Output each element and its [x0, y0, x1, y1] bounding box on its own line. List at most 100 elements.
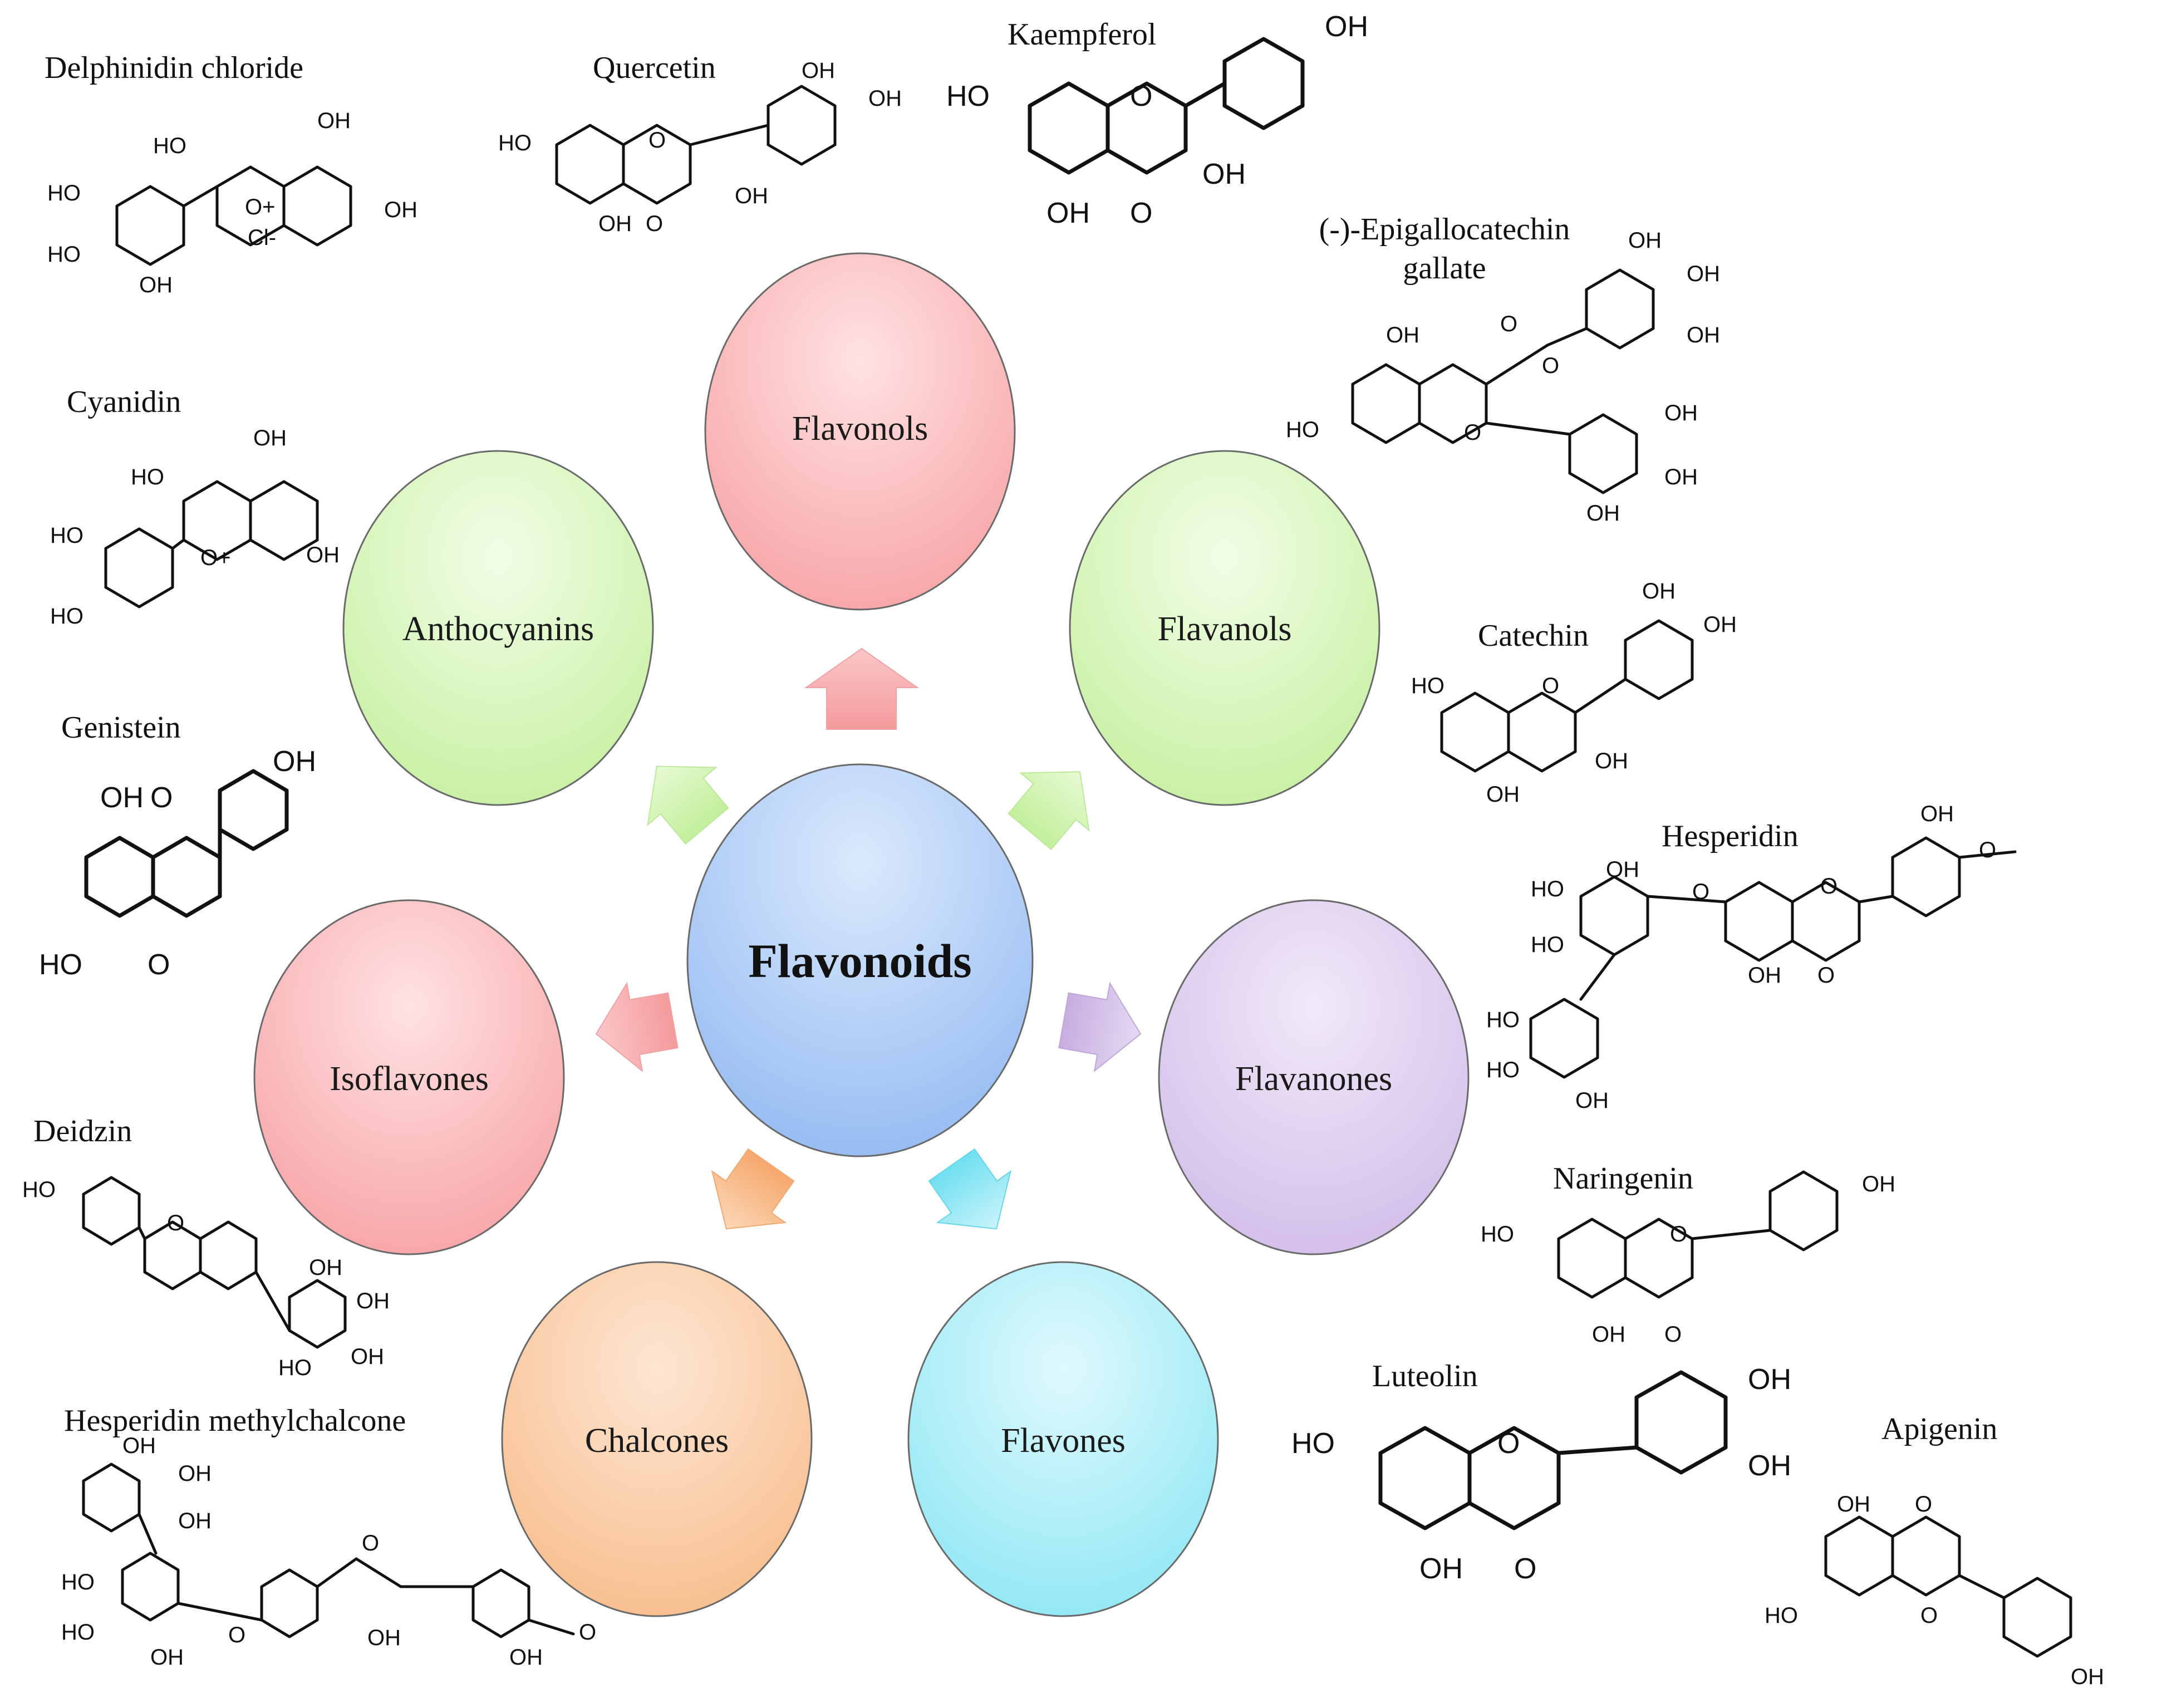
category-label-flavonols: Flavonols — [792, 410, 928, 448]
svg-text:O: O — [1497, 1427, 1520, 1460]
name-hesperidin: Hesperidin — [1662, 819, 1799, 853]
name-egcg-line1: (-)-Epigallocatechin — [1319, 212, 1570, 247]
svg-text:HO: HO — [153, 134, 186, 158]
name-quercetin: Quercetin — [593, 51, 716, 85]
center-label: Flavonoids — [748, 934, 971, 988]
svg-text:OH: OH — [1748, 963, 1781, 988]
name-luteolin: Luteolin — [1372, 1359, 1478, 1393]
svg-text:HO: HO — [946, 80, 990, 112]
svg-text:OH: OH — [253, 426, 287, 450]
svg-text:O: O — [1130, 80, 1152, 112]
svg-text:OH: OH — [1419, 1553, 1463, 1585]
svg-text:OH: OH — [1325, 11, 1368, 43]
compound-names: Delphinidin chloride Quercetin Kaempfero… — [33, 17, 1997, 1446]
svg-text:OH: OH — [1046, 197, 1090, 229]
svg-text:O: O — [1542, 354, 1559, 378]
structure-luteolin: HO O OH OH OH O — [1291, 1363, 1791, 1585]
name-cyanidin: Cyanidin — [67, 385, 181, 419]
category-flavonols: Flavonols — [704, 252, 1016, 611]
svg-text:OH: OH — [1595, 749, 1628, 773]
svg-text:O: O — [648, 128, 666, 153]
svg-text:OH: OH — [1748, 1450, 1791, 1482]
svg-text:O: O — [579, 1620, 596, 1645]
svg-text:OH: OH — [509, 1645, 543, 1670]
svg-text:O: O — [1542, 674, 1559, 698]
svg-text:O: O — [1817, 963, 1835, 988]
category-label-isoflavones: Isoflavones — [330, 1060, 489, 1098]
svg-text:O: O — [1915, 1492, 1932, 1516]
name-deidzin: Deidzin — [33, 1114, 132, 1149]
category-label-flavanols: Flavanols — [1157, 610, 1291, 648]
svg-text:OH: OH — [351, 1344, 384, 1369]
svg-text:OH: OH — [1837, 1492, 1870, 1516]
svg-text:OH: OH — [306, 543, 340, 567]
svg-text:O+: O+ — [245, 195, 275, 219]
category-isoflavones: Isoflavones — [253, 899, 565, 1255]
svg-text:OH: OH — [1664, 401, 1698, 425]
svg-text:HO: HO — [1486, 1008, 1520, 1032]
arrow-to-isoflavones — [595, 981, 679, 1073]
svg-text:O: O — [1514, 1553, 1536, 1585]
svg-text:OH: OH — [1920, 802, 1954, 826]
svg-text:O: O — [646, 212, 663, 236]
svg-text:HO: HO — [1411, 674, 1444, 698]
svg-text:HO: HO — [1291, 1427, 1335, 1460]
arrow-to-flavanones — [1058, 981, 1142, 1073]
svg-text:OH: OH — [1862, 1172, 1895, 1196]
name-apigenin: Apigenin — [1881, 1412, 1997, 1446]
svg-text:O: O — [1692, 880, 1709, 904]
svg-text:O: O — [1464, 420, 1481, 445]
category-flavones: Flavones — [907, 1261, 1219, 1617]
category-flavanols: Flavanols — [1069, 450, 1380, 806]
svg-text:O: O — [150, 782, 173, 814]
svg-text:OH: OH — [1586, 501, 1620, 526]
category-label-chalcones: Chalcones — [585, 1422, 729, 1460]
svg-text:O: O — [1130, 197, 1152, 229]
svg-text:OH: OH — [367, 1626, 401, 1650]
svg-text:O: O — [1670, 1222, 1687, 1246]
svg-text:O: O — [1820, 874, 1837, 899]
arrow-to-flavones — [928, 1148, 1012, 1230]
svg-text:O+: O+ — [200, 546, 230, 570]
svg-text:OH: OH — [802, 58, 835, 83]
svg-text:HO: HO — [22, 1177, 56, 1202]
svg-text:HO: HO — [50, 604, 83, 629]
svg-text:HO: HO — [1765, 1603, 1798, 1628]
svg-text:O: O — [148, 949, 170, 981]
arrow-to-chalcones — [711, 1148, 795, 1230]
svg-text:OH: OH — [1687, 323, 1720, 347]
category-chalcones: Chalcones — [501, 1261, 813, 1617]
svg-text:OH: OH — [178, 1509, 212, 1533]
svg-text:OH: OH — [1664, 465, 1698, 489]
structure-delphinidin-chloride: HO HO OH HO OH OH O+ Cl- — [47, 109, 417, 297]
svg-text:OH: OH — [868, 86, 902, 111]
category-anthocyanins: Anthocyanins — [342, 450, 654, 806]
svg-text:OH: OH — [1575, 1088, 1609, 1113]
structure-egcg: HO OH O O O OH OH OH OH OH OH — [1286, 228, 1720, 526]
structure-quercetin: HO OH O OH O OH OH — [498, 58, 902, 236]
svg-text:OH: OH — [139, 273, 173, 297]
svg-text:HO: HO — [1286, 418, 1319, 442]
arrow-to-flavanols — [1008, 771, 1090, 851]
structure-kaempferol: HO O OH OH OH O — [946, 11, 1368, 229]
svg-text:O: O — [1920, 1603, 1938, 1628]
svg-text:Cl-: Cl- — [248, 225, 276, 250]
svg-text:OH: OH — [1748, 1363, 1791, 1396]
svg-text:O: O — [167, 1211, 184, 1235]
svg-text:OH: OH — [384, 198, 417, 222]
category-label-flavanones: Flavanones — [1235, 1060, 1392, 1098]
svg-text:OH: OH — [1703, 612, 1737, 637]
svg-text:OH: OH — [100, 782, 144, 814]
svg-text:HO: HO — [61, 1570, 95, 1594]
category-label-flavones: Flavones — [1001, 1422, 1126, 1460]
svg-text:OH: OH — [1386, 323, 1419, 347]
svg-text:OH: OH — [1202, 158, 1246, 190]
svg-text:HO: HO — [1531, 932, 1564, 957]
svg-text:HO: HO — [50, 523, 83, 548]
structure-genistein: OH O OH HO O — [39, 745, 316, 981]
svg-text:HO: HO — [47, 181, 81, 205]
category-label-anthocyanins: Anthocyanins — [402, 610, 594, 648]
svg-text:OH: OH — [1628, 228, 1662, 253]
svg-text:HO: HO — [61, 1620, 95, 1645]
